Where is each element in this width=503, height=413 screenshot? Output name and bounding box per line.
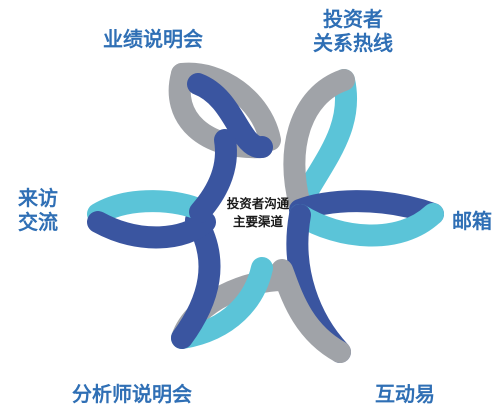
left-petal-blue-arc [87,211,216,249]
channel-label-line: 交流 [18,210,58,234]
upper-left-connector-blue-arc [189,129,237,223]
channel-label-ir-hotline: 投资者 关系热线 [313,7,393,55]
channel-label-site-visit: 来访 交流 [18,186,58,234]
channel-label-line: 业绩说明会 [103,27,203,51]
channel-label-hudongyi: 互动易 [375,382,435,406]
right-petal-blue-arc [289,190,444,225]
channel-label-line: 分析师说明会 [72,382,192,406]
channel-label-analyst-briefing: 分析师说明会 [72,382,192,406]
right-petal-cyan-arc [289,203,444,247]
channel-label-line: 来访 [18,186,58,210]
channel-label-line: 互动易 [375,382,435,406]
channel-label-line: 关系热线 [313,31,393,55]
channel-label-earnings-briefing: 业绩说明会 [103,27,203,51]
left-petal-cyan-arc [87,190,211,225]
center-title-line2: 主要渠道 [232,214,283,229]
channel-label-email: 邮箱 [452,209,492,233]
center-title-line1: 投资者沟通 [226,196,290,211]
top-petal-blue-arc [187,73,273,158]
center-title: 投资者沟通 主要渠道 [203,195,313,231]
channel-label-line: 投资者 [323,7,383,31]
upper-right-petal-gray-arc [283,69,355,216]
channel-label-line: 邮箱 [452,209,492,233]
